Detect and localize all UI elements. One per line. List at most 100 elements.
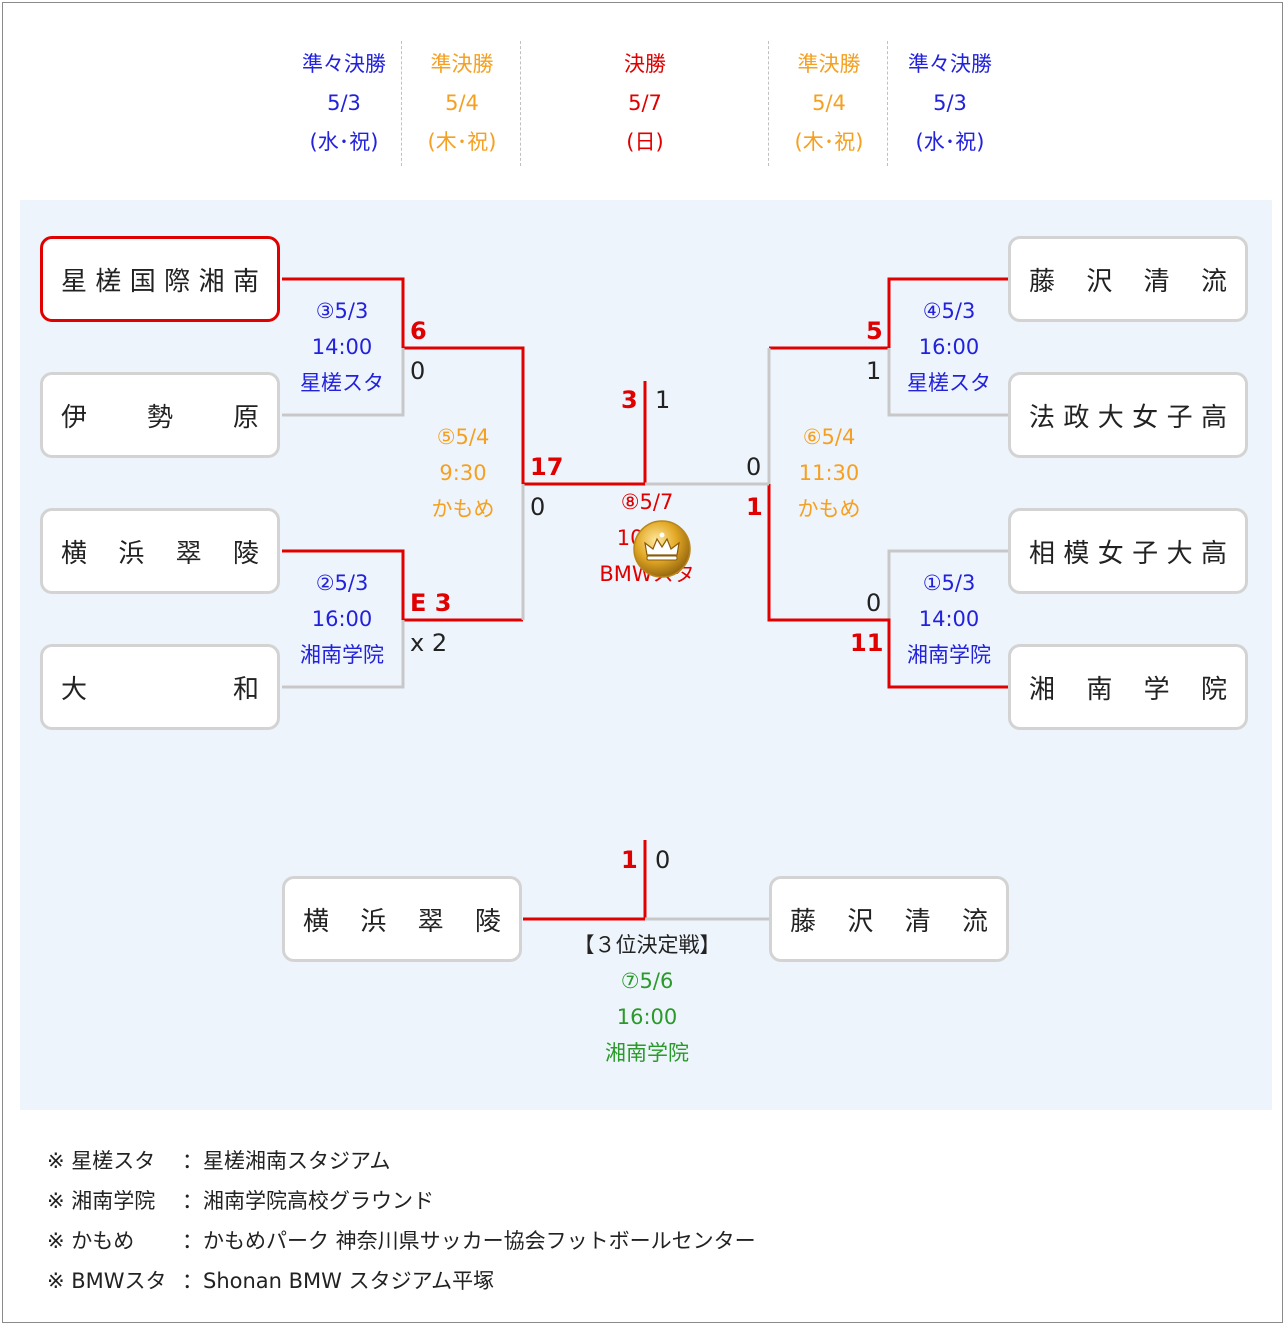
match-venue: 湘南学院 — [907, 643, 991, 667]
score-match3-bottom: 0 — [410, 357, 426, 385]
match-time: 9:30 — [439, 461, 487, 485]
bracket-line-win — [767, 484, 1008, 689]
note-value: ：かもめパーク 神奈川県サッカー協会フットボールセンター — [182, 1229, 756, 1253]
match-number: ⑤5/4 — [436, 425, 490, 449]
round-day: (水･祝) — [915, 130, 985, 154]
header-right-quarterfinal: 準々決勝 5/3 (水･祝) — [890, 45, 1010, 162]
team-name: 横浜翠陵 — [61, 538, 259, 569]
match-venue: 星槎スタ — [907, 371, 991, 395]
match-time: 14:00 — [311, 335, 373, 359]
score-match5-bottom: 0 — [530, 493, 546, 521]
header-right-semifinal: 準決勝 5/4 (木･祝) — [769, 45, 889, 162]
round-label: 準々決勝 — [908, 52, 992, 76]
round-label: 準々決勝 — [302, 52, 386, 76]
team-box: 横浜翠陵 — [282, 876, 522, 962]
score-match1-top: 0 — [866, 589, 882, 617]
match-info-3: ③5/3 14:00 星槎スタ — [282, 293, 402, 401]
match-info-6: ⑥5/4 11:30 かもめ — [769, 419, 889, 527]
round-day: (水･祝) — [309, 130, 379, 154]
note-value: ：星槎湘南スタジアム — [182, 1149, 391, 1173]
match-number: ⑦5/6 — [620, 969, 674, 993]
note-row: ※ 星槎スタ ：星槎湘南スタジアム — [47, 1141, 756, 1181]
round-date: 5/7 — [628, 91, 662, 115]
match-title: 【３位決定戦】 — [573, 933, 721, 957]
team-box: 伊勢原 — [40, 372, 280, 458]
team-name: 相模女子大高 — [1029, 538, 1227, 569]
match-number: ②5/3 — [315, 571, 369, 595]
match-venue: 湘南学院 — [605, 1041, 689, 1065]
note-key: ※ かもめ — [47, 1229, 135, 1253]
score-match4-top: 5 — [866, 317, 883, 345]
header-divider — [768, 41, 769, 166]
score-match3-top: 6 — [410, 317, 427, 345]
crown-icon — [633, 520, 691, 578]
round-date: 5/3 — [327, 91, 361, 115]
round-label: 準決勝 — [797, 52, 861, 76]
header-divider — [401, 41, 402, 166]
round-day: (日) — [626, 130, 664, 154]
match-venue: 湘南学院 — [300, 643, 384, 667]
match-info-1: ①5/3 14:00 湘南学院 — [889, 565, 1009, 673]
team-box: 藤沢清流 — [1008, 236, 1248, 322]
score-match1-bottom: 11 — [850, 629, 884, 657]
score-match6-top: 0 — [746, 453, 762, 481]
bracket-lines — [282, 277, 1008, 921]
team-box: 相模女子大高 — [1008, 508, 1248, 594]
bracket-line-lose — [887, 348, 1008, 417]
match-number: ⑥5/4 — [802, 425, 856, 449]
match-time: 16:00 — [311, 607, 373, 631]
score-match6-bottom: 1 — [746, 493, 763, 521]
bracket-line-win — [282, 549, 523, 622]
header-divider — [887, 41, 888, 166]
match-time: 14:00 — [918, 607, 980, 631]
match-time: 16:00 — [918, 335, 980, 359]
team-name: 伊勢原 — [61, 402, 259, 433]
score-match2-bottom: x 2 — [410, 629, 448, 657]
bracket-line-win — [769, 277, 1008, 350]
bracket-field: 星槎国際湘南 伊勢原 横浜翠陵 大和 藤沢清流 法政大女子高 相模女子大高 湘南… — [20, 200, 1272, 1110]
team-name: 横浜翠陵 — [303, 906, 501, 937]
team-name: 法政大女子高 — [1029, 402, 1227, 433]
team-box: 湘南学院 — [1008, 644, 1248, 730]
note-key: ※ BMWスタ — [47, 1269, 167, 1293]
note-row: ※ 湘南学院：湘南学院高校グラウンド — [47, 1181, 756, 1221]
team-name: 湘南学院 — [1029, 674, 1227, 705]
score-final-left: 3 — [621, 386, 638, 414]
header-left-quarterfinal: 準々決勝 5/3 (水･祝) — [284, 45, 404, 162]
team-name: 大和 — [61, 674, 259, 705]
round-date: 5/4 — [812, 91, 846, 115]
match-number: ④5/3 — [922, 299, 976, 323]
team-name: 星槎国際湘南 — [61, 266, 259, 297]
match-number: ③5/3 — [315, 299, 369, 323]
bracket-line-lose — [887, 549, 1008, 620]
team-box-winner: 星槎国際湘南 — [40, 236, 280, 322]
team-box: 横浜翠陵 — [40, 508, 280, 594]
match-venue: かもめ — [431, 497, 495, 521]
match-time: 16:00 — [616, 1005, 678, 1029]
match-number: ①5/3 — [922, 571, 976, 595]
match-info-2: ②5/3 16:00 湘南学院 — [282, 565, 402, 673]
score-third-right: 0 — [655, 846, 671, 874]
round-date: 5/3 — [933, 91, 967, 115]
match-info-4: ④5/3 16:00 星槎スタ — [889, 293, 1009, 401]
team-name: 藤沢清流 — [1029, 266, 1227, 297]
header-divider — [520, 41, 521, 166]
score-final-right: 1 — [655, 386, 671, 414]
round-day: (木･祝) — [427, 130, 497, 154]
team-box: 法政大女子高 — [1008, 372, 1248, 458]
score-third-left: 1 — [621, 846, 638, 874]
score-match4-bottom: 1 — [866, 357, 882, 385]
round-label: 決勝 — [624, 52, 666, 76]
note-key: ※ 星槎スタ — [47, 1149, 156, 1173]
round-day: (木･祝) — [794, 130, 864, 154]
bracket-line-lose — [282, 348, 405, 417]
score-match2-top: E 3 — [410, 589, 452, 617]
note-value: ：Shonan BMW スタジアム平塚 — [182, 1269, 495, 1293]
match-venue: かもめ — [797, 497, 861, 521]
bracket-line-lose — [282, 620, 405, 689]
match-venue: 星槎スタ — [300, 371, 384, 395]
note-key: ※ 湘南学院 — [47, 1189, 156, 1213]
round-label: 準決勝 — [430, 52, 494, 76]
team-name: 藤沢清流 — [790, 906, 988, 937]
venue-notes: ※ 星槎スタ ：星槎湘南スタジアム ※ 湘南学院：湘南学院高校グラウンド ※ かも… — [47, 1141, 756, 1301]
